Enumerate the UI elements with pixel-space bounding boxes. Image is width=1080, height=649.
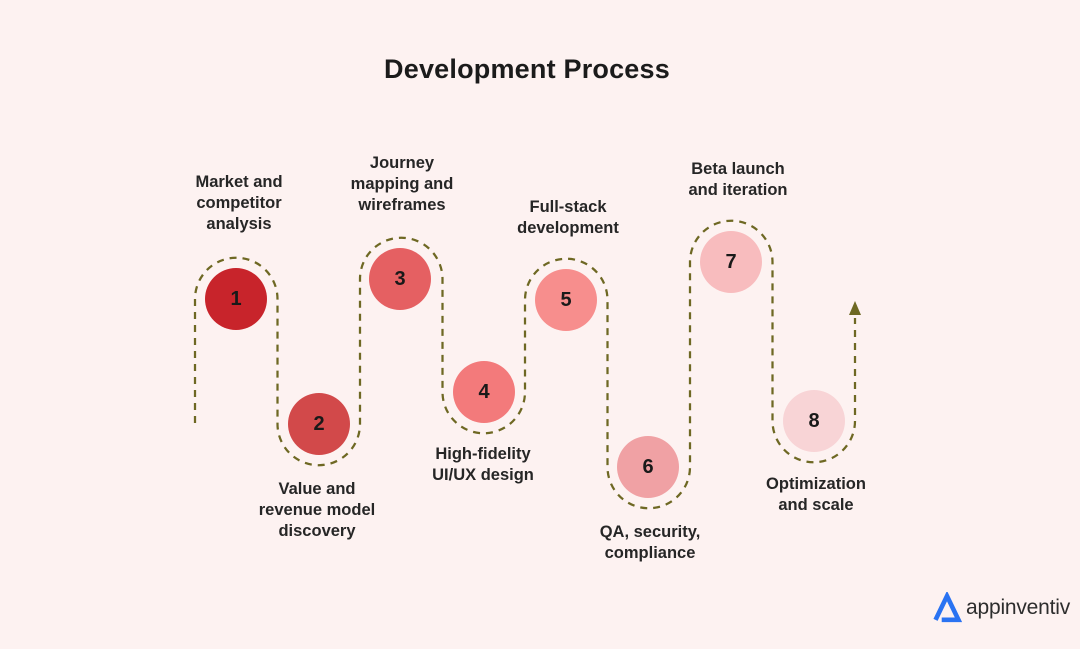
appinventiv-logo-icon xyxy=(933,592,962,623)
step-label-1: Market and competitor analysis xyxy=(195,173,283,233)
step-number-5: 5 xyxy=(560,288,572,311)
step-label-2: Value and revenue model discovery xyxy=(258,480,376,540)
step-number-1: 1 xyxy=(230,287,242,310)
appinventiv-logo: appinventiv xyxy=(932,592,1070,623)
step-number-2: 2 xyxy=(313,412,325,435)
step-label-6: QA, security, compliance xyxy=(599,523,701,562)
step-label-5: Full-stack development xyxy=(517,198,619,237)
arrow-up-icon xyxy=(849,301,861,315)
serpentine-dashed-path xyxy=(193,219,857,510)
step-number-4: 4 xyxy=(478,380,490,403)
step-circle-7: 7 xyxy=(700,231,762,293)
step-circle-2: 2 xyxy=(288,393,350,455)
step-label-4: High-fidelity UI/UX design xyxy=(432,445,534,484)
step-label-3: Journey mapping and wireframes xyxy=(350,154,454,214)
step-number-8: 8 xyxy=(808,409,820,432)
step-number-3: 3 xyxy=(394,267,406,290)
step-circle-1: 1 xyxy=(205,268,267,330)
step-circle-3: 3 xyxy=(369,248,431,310)
step-number-6: 6 xyxy=(642,455,654,478)
step-circle-6: 6 xyxy=(617,436,679,498)
step-number-7: 7 xyxy=(725,250,737,273)
page-title: Development Process xyxy=(384,54,670,84)
step-label-8: Optimization and scale xyxy=(766,475,866,514)
step-label-7: Beta launch and iteration xyxy=(688,160,788,199)
step-circle-8: 8 xyxy=(783,390,845,452)
step-circle-5: 5 xyxy=(535,269,597,331)
appinventiv-wordmark: appinventiv xyxy=(966,595,1071,619)
step-circle-4: 4 xyxy=(453,361,515,423)
